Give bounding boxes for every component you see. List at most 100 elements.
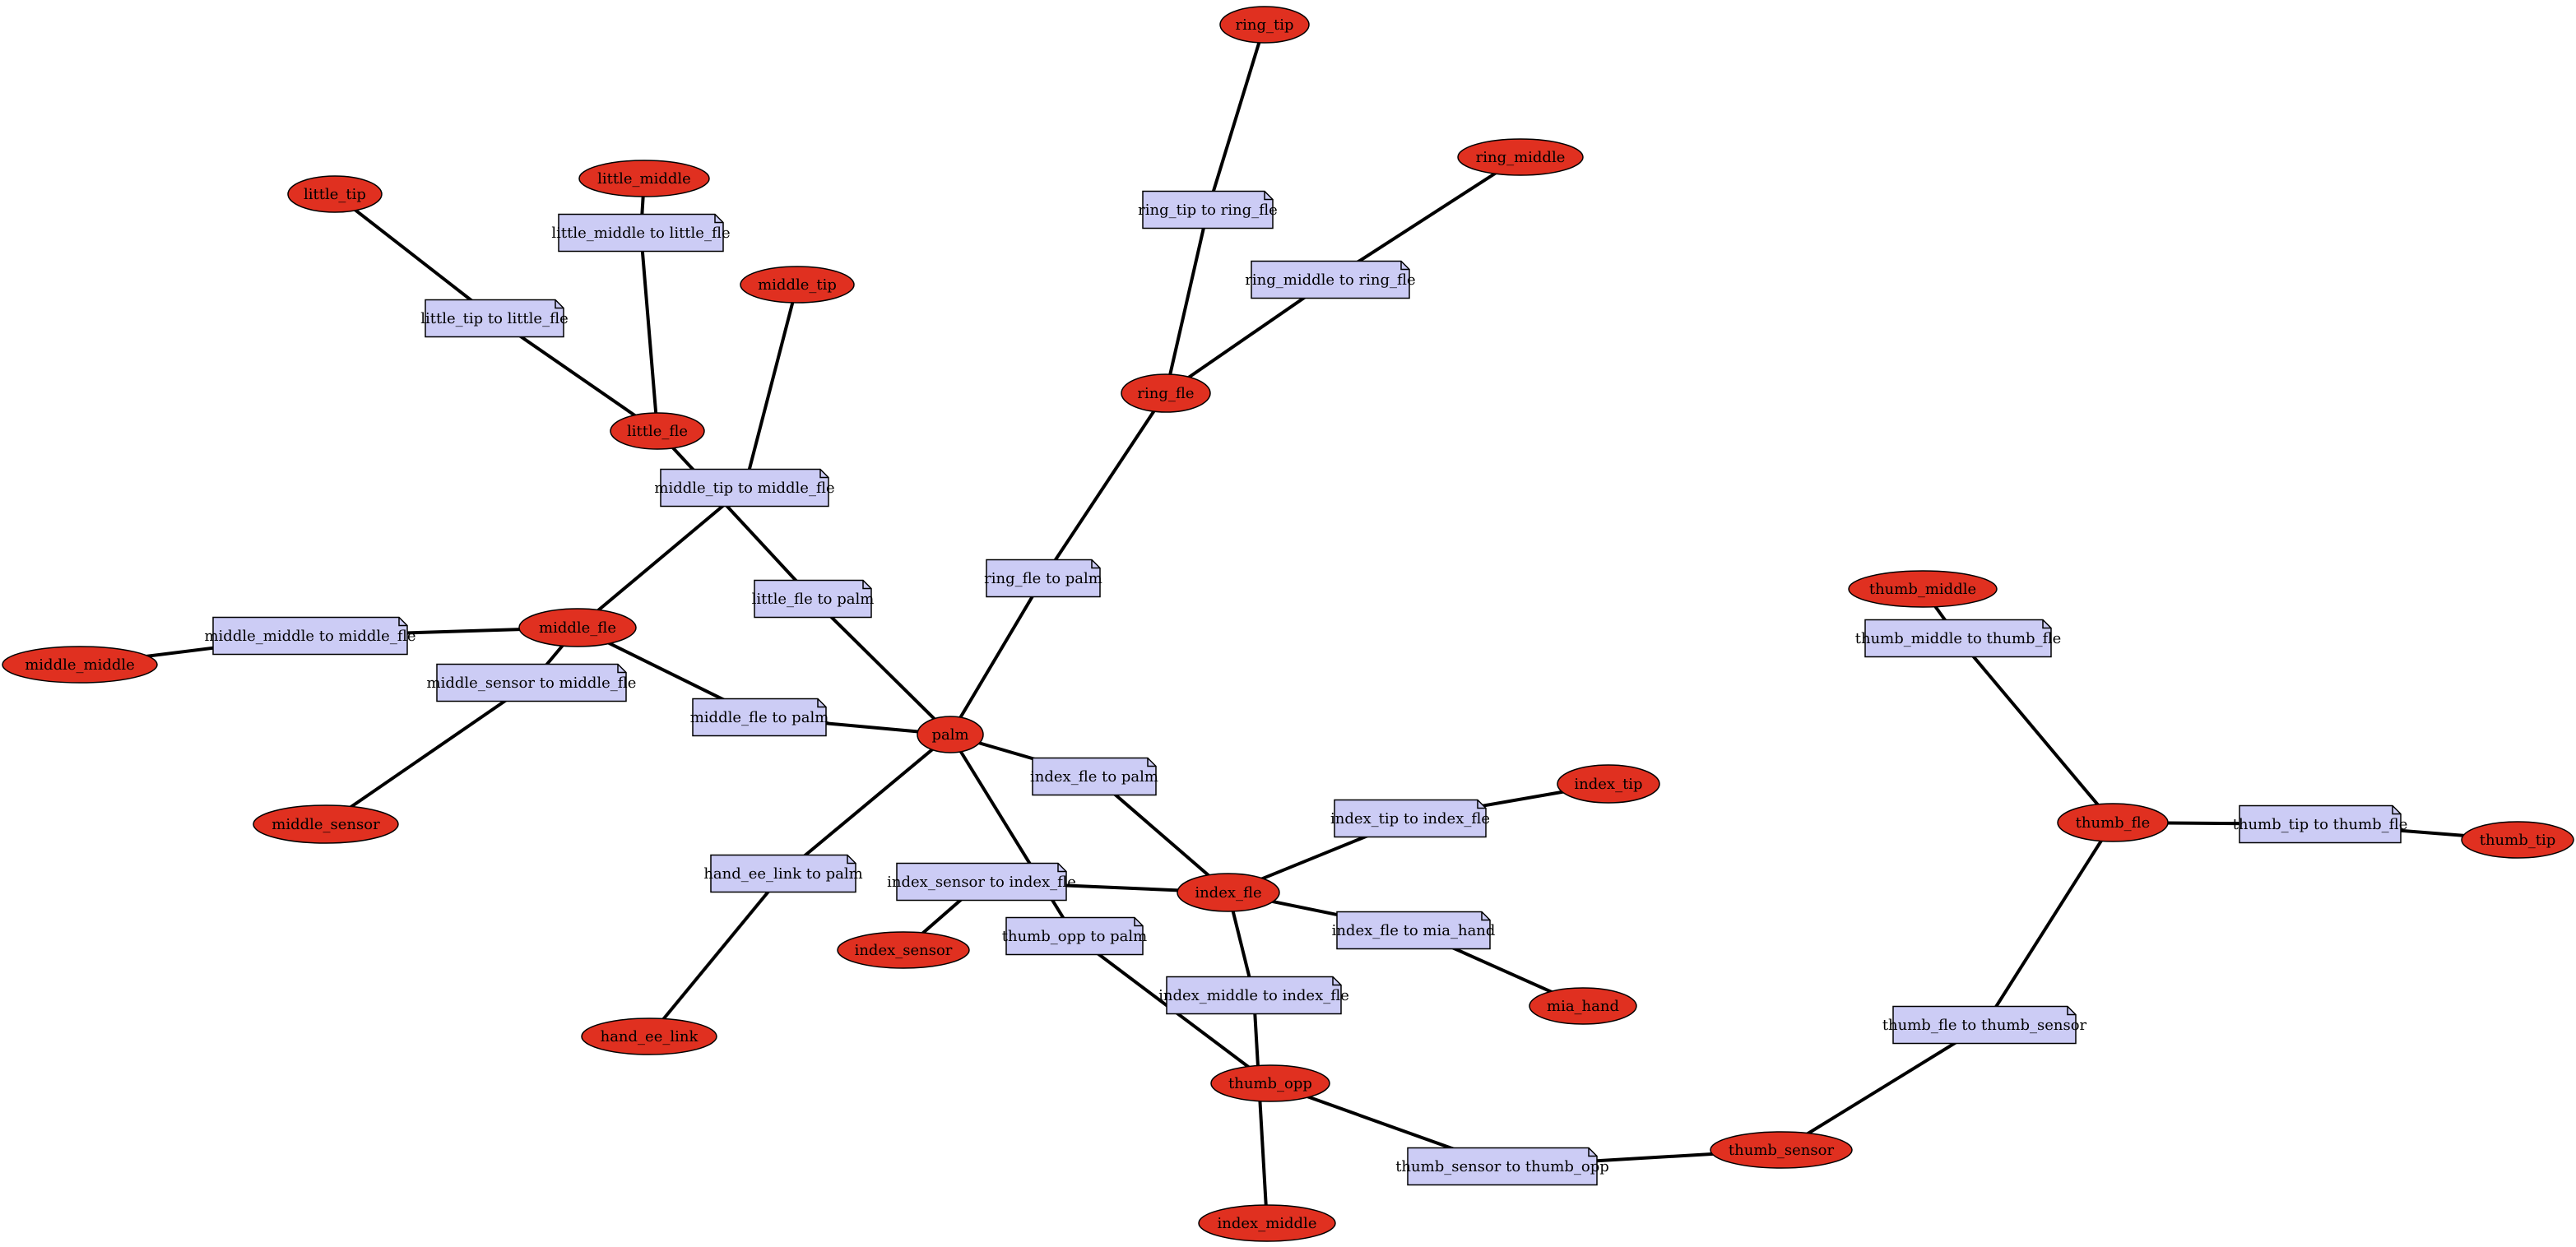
link-label: little_fle (627, 423, 688, 440)
joint-box (1005, 916, 1144, 956)
link-node-middle_fle[interactable]: middle_fle (518, 608, 637, 647)
joint-label: little_tip to little_fle (420, 310, 568, 327)
link-node-index_sensor[interactable]: index_sensor (837, 931, 970, 969)
joint-node-middle_fle_to_palm[interactable]: middle_fle to palm (690, 698, 829, 737)
link-node-mia_hand[interactable]: mia_hand (1529, 987, 1637, 1025)
joint-label: middle_tip to middle_fle (654, 480, 834, 497)
link-node-thumb_tip[interactable]: thumb_tip (2461, 821, 2574, 859)
joint-node-thumb_opp_to_palm[interactable]: thumb_opp to palm (1002, 916, 1147, 956)
link-node-thumb_sensor[interactable]: thumb_sensor (1710, 1131, 1853, 1169)
edge-middle_fle-middle_tip_to_middle_fle (576, 486, 746, 629)
link-ellipse (2, 646, 158, 684)
note-fold-icon (817, 698, 826, 708)
joint-node-middle_sensor_to_middle_fle[interactable]: middle_sensor to middle_fle (427, 663, 637, 702)
link-node-thumb_fle[interactable]: thumb_fle (2057, 803, 2169, 842)
link-label: middle_fle (539, 619, 616, 637)
joint-box (896, 862, 1067, 902)
link-ellipse (253, 804, 399, 844)
link-ellipse (1557, 764, 1660, 804)
link-label: ring_tip (1236, 16, 1294, 34)
joint-node-ring_middle_to_ring_fle[interactable]: ring_middle to ring_fle (1245, 260, 1416, 299)
joint-label: index_fle to mia_hand (1332, 922, 1496, 939)
joint-label: hand_ee_link to palm (703, 865, 862, 883)
note-fold-icon (847, 855, 856, 865)
link-node-middle_middle[interactable]: middle_middle (2, 646, 158, 684)
note-fold-icon (398, 617, 407, 627)
link-ellipse (1529, 987, 1637, 1025)
link-node-hand_ee_link[interactable]: hand_ee_link (581, 1018, 717, 1055)
joint-node-index_tip_to_index_fle[interactable]: index_tip to index_fle (1330, 799, 1490, 838)
link-label: little_tip (304, 186, 366, 203)
link-label: mia_hand (1547, 998, 1619, 1015)
note-fold-icon (1057, 863, 1066, 873)
link-node-index_middle[interactable]: index_middle (1198, 1204, 1336, 1242)
link-ellipse (2057, 803, 2169, 842)
edge-little_tip-little_tip_to_little_fle (333, 192, 496, 320)
link-node-little_tip[interactable]: little_tip (287, 175, 383, 213)
note-fold-icon (714, 214, 723, 224)
link-label: palm (931, 726, 968, 744)
link-node-ring_tip[interactable]: ring_tip (1219, 6, 1310, 44)
joint-label: thumb_opp to palm (1002, 928, 1147, 945)
joint-node-middle_middle_to_middle_fle[interactable]: middle_middle to middle_fle (204, 616, 416, 656)
joint-node-little_tip_to_little_fle[interactable]: little_tip to little_fle (420, 299, 569, 338)
joint-node-index_fle_to_palm[interactable]: index_fle to palm (1030, 757, 1158, 796)
link-node-ring_fle[interactable]: ring_fle (1121, 373, 1211, 413)
joint-node-little_fle_to_palm[interactable]: little_fle to palm (752, 579, 875, 619)
joint-node-ring_fle_to_palm[interactable]: ring_fle to palm (984, 559, 1102, 598)
joint-label: little_middle to little_fle (551, 225, 730, 242)
joint-node-little_middle_to_little_fle[interactable]: little_middle to little_fle (551, 213, 731, 253)
joint-node-ring_tip_to_ring_fle[interactable]: ring_tip to ring_fle (1138, 190, 1278, 229)
link-label: index_middle (1218, 1215, 1317, 1232)
link-label: thumb_middle (1869, 581, 1976, 598)
link-node-little_fle[interactable]: little_fle (610, 412, 705, 450)
edge-thumb_fle-thumb_middle_to_thumb_fle (1956, 637, 2114, 824)
link-ellipse (1121, 373, 1211, 413)
joint-box (1142, 190, 1274, 229)
joint-node-thumb_middle_to_thumb_fle[interactable]: thumb_middle to thumb_fle (1855, 619, 2061, 658)
joint-label: middle_middle to middle_fle (204, 628, 415, 645)
edge-index_fle-index_fle_to_palm (1093, 775, 1230, 894)
joint-box (710, 854, 856, 893)
joint-node-hand_ee_link_to_palm[interactable]: hand_ee_link to palm (703, 854, 863, 893)
joint-box (1334, 799, 1487, 838)
joint-node-index_fle_to_mia_hand[interactable]: index_fle to mia_hand (1332, 911, 1496, 950)
edge-middle_sensor-middle_sensor_to_middle_fle (324, 681, 533, 826)
joint-node-thumb_tip_to_thumb_fle[interactable]: thumb_tip to thumb_fle (2233, 804, 2408, 844)
edge-ring_fle-ring_tip_to_ring_fle (1164, 209, 1209, 394)
link-node-thumb_opp[interactable]: thumb_opp (1210, 1064, 1330, 1102)
joint-node-thumb_sensor_to_thumb_opp[interactable]: thumb_sensor to thumb_opp (1395, 1147, 1609, 1186)
link-node-middle_tip[interactable]: middle_tip (740, 266, 855, 304)
joint-label: little_fle to palm (752, 591, 875, 608)
joint-box (660, 468, 829, 508)
joint-box (425, 299, 564, 338)
note-fold-icon (617, 664, 626, 674)
link-node-little_middle[interactable]: little_middle (578, 160, 710, 197)
link-ellipse (917, 716, 984, 753)
link-node-middle_sensor[interactable]: middle_sensor (253, 804, 399, 844)
note-fold-icon (1091, 559, 1100, 569)
link-ellipse (837, 931, 970, 969)
joint-node-index_middle_to_index_fle[interactable]: index_middle to index_fle (1158, 976, 1349, 1015)
note-fold-icon (1134, 917, 1143, 927)
edge-thumb_sensor-thumb_fle_to_thumb_sensor (1780, 1023, 1986, 1152)
note-fold-icon (819, 469, 828, 479)
edge-ring_fle-ring_fle_to_palm (1042, 392, 1167, 580)
edge-palm-ring_fle_to_palm (949, 577, 1045, 736)
joint-box (692, 698, 827, 737)
joint-node-middle_tip_to_middle_fle[interactable]: middle_tip to middle_fle (654, 468, 835, 508)
link-node-index_tip[interactable]: index_tip (1557, 764, 1660, 804)
link-node-index_fle[interactable]: index_fle (1177, 873, 1280, 912)
edge-little_fle-little_middle_to_little_fle (639, 232, 659, 432)
link-node-ring_middle[interactable]: ring_middle (1457, 138, 1584, 176)
link-node-thumb_middle[interactable]: thumb_middle (1848, 570, 1998, 608)
joint-node-thumb_fle_to_thumb_sensor[interactable]: thumb_fle to thumb_sensor (1882, 1005, 2087, 1045)
link-node-palm[interactable]: palm (917, 716, 984, 753)
edge-little_fle-little_fle_to_palm (656, 429, 815, 600)
link-label: ring_fle (1137, 385, 1194, 402)
joint-node-index_sensor_to_index_fle[interactable]: index_sensor to index_fle (887, 862, 1076, 902)
note-fold-icon (862, 580, 871, 590)
link-label: middle_tip (758, 276, 837, 294)
link-ellipse (740, 266, 855, 304)
